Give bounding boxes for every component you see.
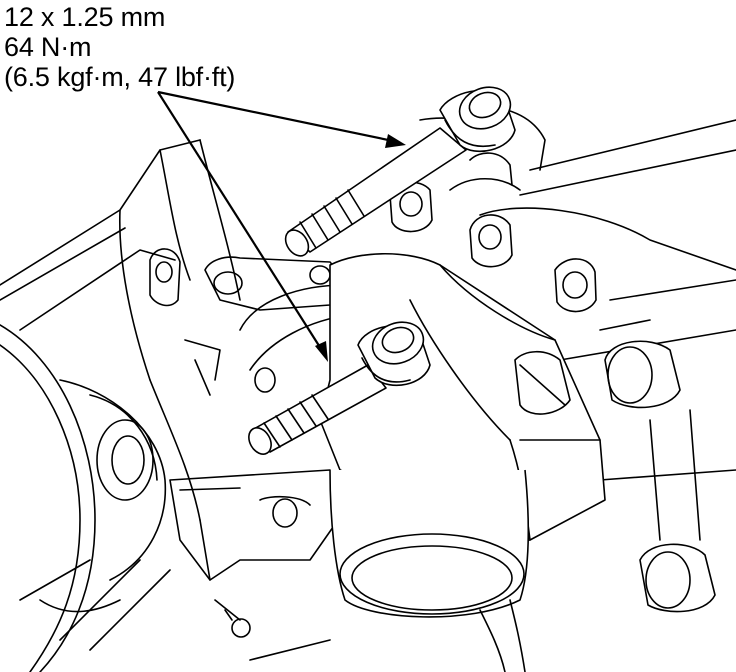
lower-bolt [248,321,431,455]
thread-size-label: 12 x 1.25 mm [4,2,166,32]
arrowhead-upper-bolt [385,134,406,148]
mount-boss [329,469,530,672]
lower-flange [169,469,346,638]
upper-bracket [149,248,359,396]
torque-alt-label: (6.5 kgf·m, 47 lbf·ft) [4,62,236,92]
right-bosses [389,152,716,613]
left-pulley [0,324,171,672]
upper-bolt [284,86,516,257]
torque-nm-label: 64 N·m [4,32,92,62]
torque-callout: 12 x 1.25 mm 64 N·m (6.5 kgf·m, 47 lbf·f… [4,2,235,92]
callout-leaders [157,90,406,362]
arrowhead-lower-bolt [315,341,328,362]
